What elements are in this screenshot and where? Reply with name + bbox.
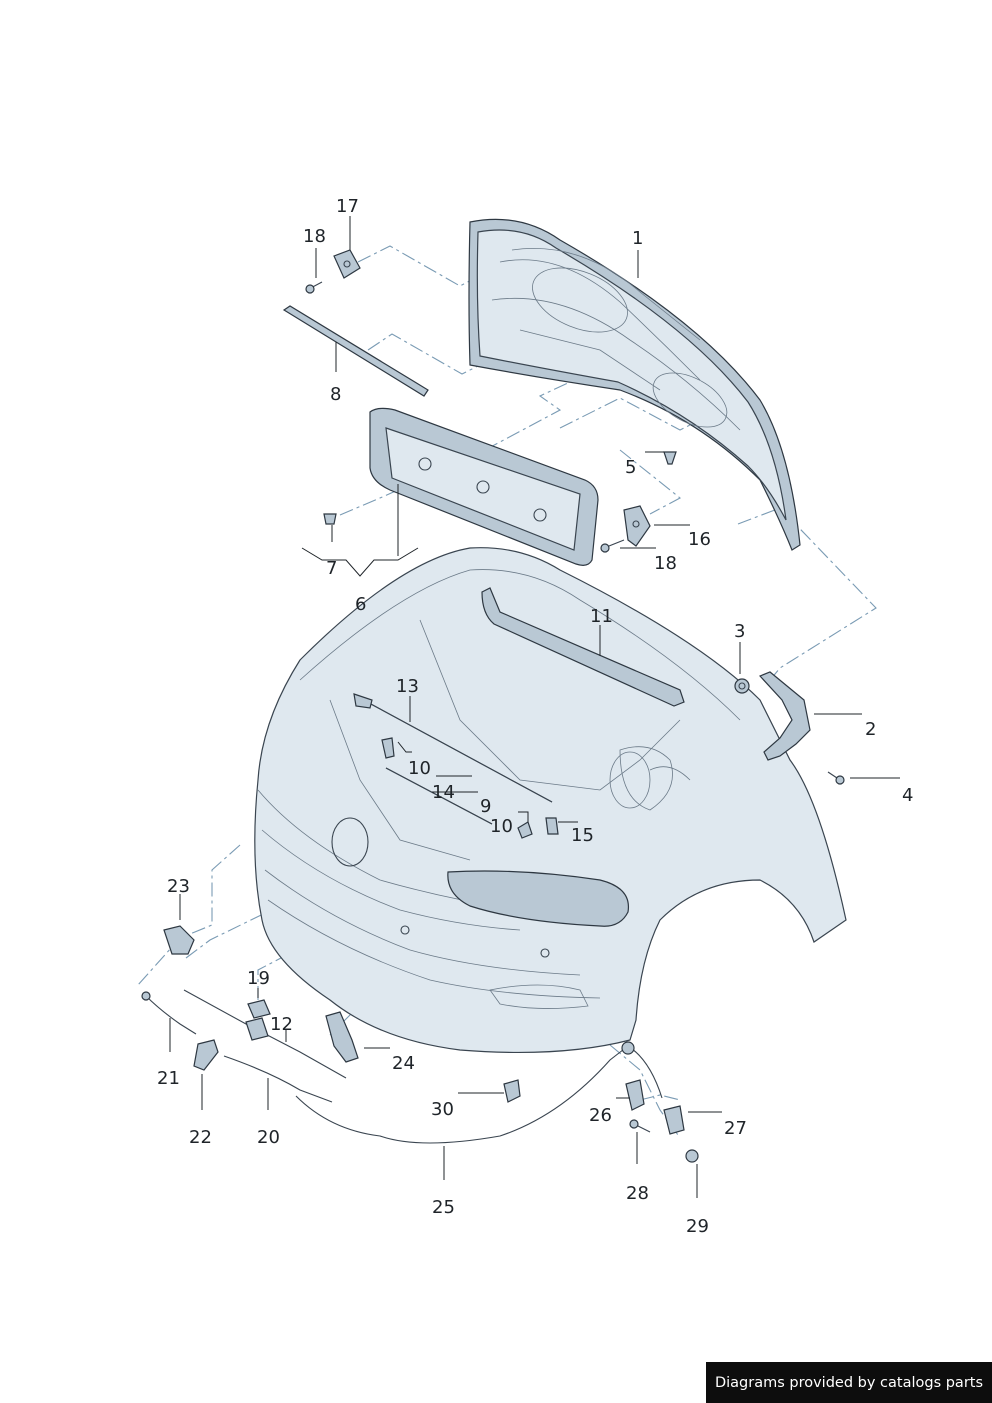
cable-part-20	[223, 1055, 333, 1103]
cable-part-21	[141, 991, 197, 1035]
callout-7: 7	[326, 558, 337, 579]
bolt-part-28	[629, 1119, 651, 1133]
bracket-part-16	[623, 505, 651, 547]
nut-part-29	[685, 1149, 699, 1163]
seal-strip-part-8	[282, 305, 429, 397]
callout-13: 13	[396, 676, 419, 697]
callout-1: 1	[632, 228, 643, 249]
footer-text: Diagrams provided by catalogs parts	[714, 1374, 984, 1391]
callout-15: 15	[571, 825, 594, 846]
bonnet-stay-part-13	[353, 693, 553, 803]
callout-26: 26	[589, 1105, 612, 1126]
footer-banner: Diagrams provided by catalogs parts	[706, 1362, 992, 1403]
callout-2: 2	[865, 719, 876, 740]
callout-6: 6	[355, 594, 366, 615]
callout-12: 12	[270, 1014, 293, 1035]
handle-part-22	[193, 1039, 219, 1071]
leader-lines	[169, 216, 900, 1198]
callout-5: 5	[625, 457, 636, 478]
bolt-part-18-lower	[600, 539, 625, 553]
callout-20: 20	[257, 1127, 280, 1148]
bracket-part-26	[625, 1079, 645, 1111]
clips-part-10-15	[381, 737, 559, 839]
callout-labels: 1 2 3 4 5 6 7 8 9 10 10 11 12 13 14 15 1…	[157, 196, 913, 1237]
callout-17: 17	[336, 196, 359, 217]
callout-29: 29	[686, 1216, 709, 1237]
vehicle-front-body	[254, 547, 847, 1054]
callout-30: 30	[431, 1099, 454, 1120]
callout-22: 22	[189, 1127, 212, 1148]
bracket-part-24	[325, 1011, 359, 1063]
callout-19: 19	[247, 968, 270, 989]
callout-16: 16	[688, 529, 711, 550]
buffer-part-7	[323, 513, 337, 525]
bolt-part-4	[827, 771, 845, 785]
callout-23: 23	[167, 876, 190, 897]
callout-27: 27	[724, 1118, 747, 1139]
callout-10-lower: 10	[490, 816, 513, 837]
callout-21: 21	[157, 1068, 180, 1089]
seal-strip-part-11	[481, 587, 685, 707]
callout-4: 4	[902, 785, 913, 806]
bracket-part-27	[663, 1105, 685, 1135]
nut-part-3	[734, 678, 750, 694]
bonnet-insulation-part-6	[369, 407, 599, 566]
callout-25: 25	[432, 1197, 455, 1218]
callout-14: 14	[432, 782, 455, 803]
clip-part-30	[503, 1079, 521, 1103]
callout-24: 24	[392, 1053, 415, 1074]
callout-8: 8	[330, 384, 341, 405]
cable-part-12-19	[183, 989, 347, 1079]
lock-part-23	[163, 925, 195, 955]
cable-part-25	[295, 1041, 663, 1144]
callout-11: 11	[590, 606, 613, 627]
callout-10-upper: 10	[408, 758, 431, 779]
callout-18-top: 18	[303, 226, 326, 247]
hinge-bracket-part-17	[333, 249, 361, 279]
callout-9: 9	[480, 796, 491, 817]
bonnet-part-1	[468, 218, 801, 551]
callout-18-lower: 18	[654, 553, 677, 574]
hinge-part-2	[758, 671, 811, 761]
buffer-part-5	[663, 451, 677, 465]
seal-part-9	[385, 767, 493, 825]
callout-28: 28	[626, 1183, 649, 1204]
callout-3: 3	[734, 621, 745, 642]
bolt-part-18-top	[305, 281, 323, 294]
